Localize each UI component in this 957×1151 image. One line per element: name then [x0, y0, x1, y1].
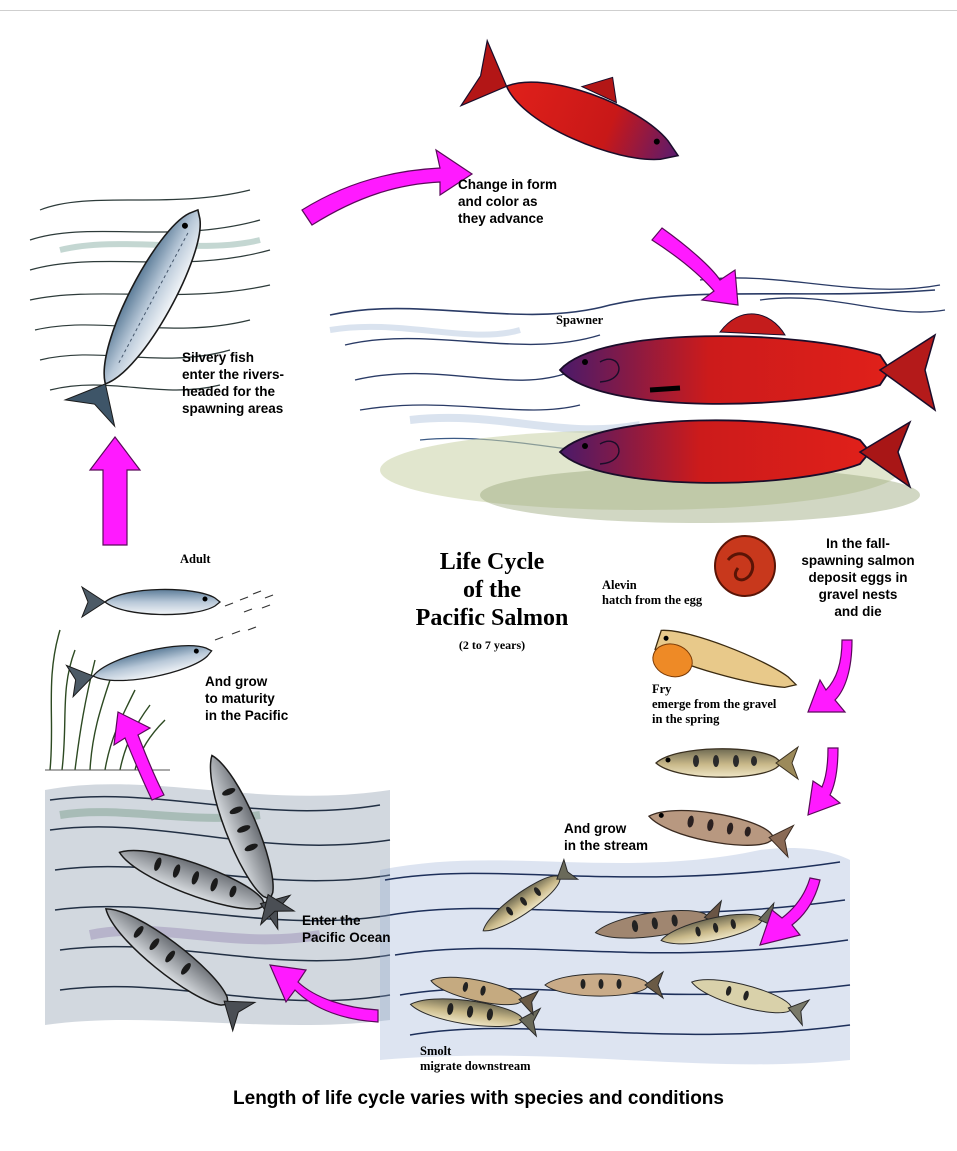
downstream-water-background: [380, 848, 850, 1064]
fry-fish-lower: [646, 800, 793, 857]
stage-change-label: Change in form and color as they advance: [458, 176, 557, 227]
arrow-to-spawner: [652, 228, 738, 305]
spawner-salmon-upper: [560, 314, 935, 410]
stage-spawner-label: Spawner: [556, 313, 603, 328]
stage-enter-ocean-label: Enter the Pacific Ocean: [302, 912, 391, 946]
diagram-title: Life Cycle of the Pacific Salmon: [392, 548, 592, 632]
transforming-salmon: [461, 29, 696, 188]
arrow-to-transforming: [302, 150, 472, 225]
arrow-to-fry: [808, 640, 852, 712]
fry-fish-upper: [656, 747, 798, 779]
salmon-egg: [715, 536, 775, 596]
diagram-footer: Length of life cycle varies with species…: [0, 1088, 957, 1110]
arrow-to-parr: [808, 748, 840, 815]
diagram-subtitle: (2 to 7 years): [392, 638, 592, 653]
stage-grow-pacific-label: And grow to maturity in the Pacific: [205, 673, 288, 724]
spawning-stream-background: [330, 278, 945, 523]
stage-grow-stream-label: And grow in the stream: [564, 820, 648, 854]
stage-silvery-label: Silvery fish enter the rivers- headed fo…: [182, 349, 284, 417]
stage-alevin-label: Alevin hatch from the egg: [602, 578, 702, 608]
stage-fry-label: Fry emerge from the gravel in the spring: [652, 682, 776, 727]
stage-deposit-label: In the fall- spawning salmon deposit egg…: [788, 535, 928, 620]
stage-smolt-label: Smolt migrate downstream: [420, 1044, 531, 1074]
arrow-to-rivers: [90, 437, 140, 545]
stage-adult-label: Adult: [180, 552, 211, 567]
